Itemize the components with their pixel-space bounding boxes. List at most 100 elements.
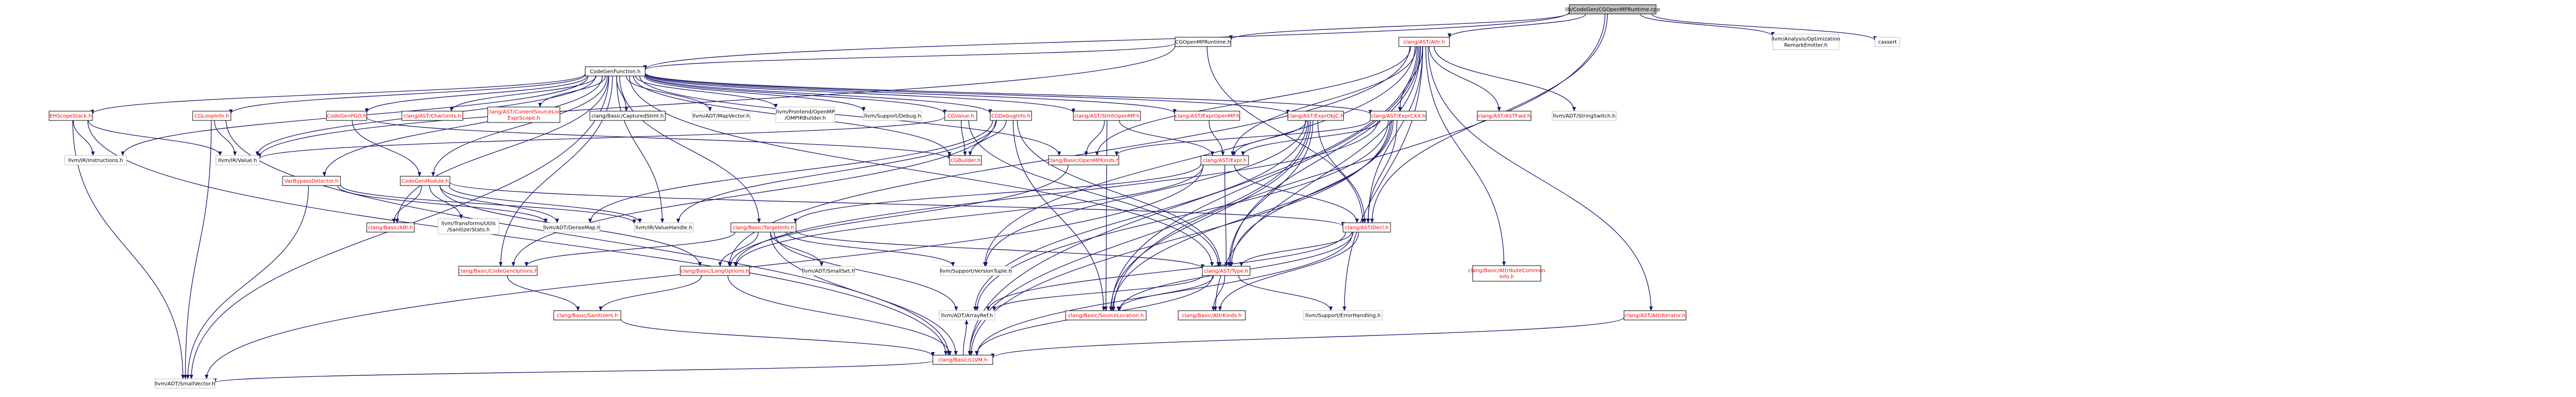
node-box [64,155,127,165]
node-sourcelocation[interactable]: clang/Basic/SourceLocation.h [1065,310,1147,320]
node-codegenmodule[interactable]: CodeGenModule.h [400,176,450,186]
dependency-edge [1116,275,1214,311]
node-box [215,155,260,165]
dependency-edge [733,120,1378,267]
node-label: clang/AST/StmtOpenMP.h [1074,114,1139,119]
node-label: clang/AST/Expr.h [1203,158,1246,164]
node-astfwd[interactable]: clang/AST/ASTFwd.h [1477,111,1532,121]
dependency-edge [1208,120,1225,156]
node-box [932,355,993,365]
dependency-edge [629,75,1214,267]
node-versiontuple: llvm/Support/VersionTuple.h [940,266,1012,276]
node-label: CodeGenPGO.h [327,114,367,119]
node-sanitizers[interactable]: clang/Basic/Sanitizers.h [553,310,621,320]
dependency-edge [1115,119,1371,156]
dependency-edge [1104,120,1108,311]
dependency-edge [1218,232,1359,311]
dependency-edge [643,43,1176,71]
node-box [458,266,538,276]
node-capturedstmt[interactable]: clang/Basic/CapturedStmt.h [589,111,666,121]
node-label: llvm/IR/Value.h [218,158,257,164]
node-label: clang/Basic/TargetInfo.h [732,225,794,231]
node-ehscopestack[interactable]: EHScopeStack.h [49,111,93,121]
node-langoptions[interactable]: clang/Basic/LangOptions.h [680,266,750,276]
dependency-edge [183,120,212,379]
dependency-edge [1447,13,1586,38]
node-expropenmp[interactable]: clang/AST/ExprOpenMP.h [1174,111,1240,121]
node-cgbuilder[interactable]: CGBuilder.h [949,155,982,165]
node-varbypassdetector[interactable]: VarBypassDetector.h [282,176,341,186]
dependency-edge [88,120,222,156]
dependency-edge [1366,46,1423,223]
node-box [863,111,922,121]
dependency-edge [1095,46,1411,156]
node-cgopenmp-runtime-h[interactable]: CGOpenMPRuntime.h [1175,37,1231,47]
node-ir-value: llvm/IR/Value.h [215,155,260,165]
node-cgdebuginfo[interactable]: CGDebugInfo.h [990,111,1032,121]
dependency-edge [395,75,609,223]
node-codegenoptions[interactable]: clang/Basic/CodeGenOptions.h [458,266,538,276]
node-targetinfo[interactable]: clang/Basic/TargetInfo.h [730,222,797,233]
dependency-edge [439,185,559,223]
node-basic-llvm[interactable]: clang/Basic/LLVM.h [932,355,993,365]
node-charunits[interactable]: clang/AST/CharUnits.h [401,111,463,121]
dependency-edge [616,75,664,223]
node-errorhandling: llvm/Support/ErrorHandling.h [1303,310,1383,320]
node-debug: llvm/Support/Debug.h [863,111,922,121]
node-label: clang/AST/Decl.h [1345,225,1389,231]
node-label: llvm/ADT/SmallVector.h [155,381,215,387]
node-label: EHScopeStack.h [50,114,92,119]
node-box [585,66,646,77]
dependency-edge [449,75,597,112]
dependency-edge [1425,46,1506,266]
dependency-edge [538,75,606,108]
node-attriterator[interactable]: clang/AST/AttrIterator.h [1623,310,1687,320]
node-box [1073,111,1141,121]
dependency-edge [257,116,945,160]
node-attr-h[interactable]: clang/AST/Attr.h [1398,37,1450,47]
dependency-edge [229,74,586,114]
node-box [1065,310,1147,320]
dependency-edge [984,120,1306,267]
dependency-edge [967,46,1418,356]
node-label: RemarkEmitter.h [1784,43,1828,49]
node-label: clang/AST/ExprOpenMP.h [1175,114,1239,119]
node-box [1342,222,1391,233]
node-box [282,176,341,186]
dependency-edge [87,120,948,356]
node-type-h[interactable]: clang/AST/Type.h [1202,266,1251,276]
node-label: llvm/ADT/StringSwitch.h [1553,114,1615,119]
node-openmpkinds[interactable]: clang/Basic/OpenMPKinds.h [1048,155,1119,165]
dependency-edge [1227,120,1314,267]
node-basic-abi[interactable]: clang/Basic/ABI.h [366,222,415,233]
node-stmtopenmp[interactable]: clang/AST/StmtOpenMP.h [1073,111,1141,121]
dependency-edge [498,75,613,267]
node-expr-h[interactable]: clang/AST/Expr.h [1200,155,1249,165]
node-smallvector: llvm/ADT/SmallVector.h [154,378,215,389]
node-cgloopinfo[interactable]: CGLoopInfo.h [192,111,231,121]
dependency-edge [340,185,636,224]
node-box [1569,4,1657,14]
dependency-edge [645,74,992,114]
node-decl-h[interactable]: clang/AST/Decl.h [1342,222,1391,233]
node-exprcxx[interactable]: clang/AST/ExprCXX.h [1370,111,1427,121]
dependency-edge [73,120,95,156]
node-label: llvm/Support/Debug.h [864,114,921,119]
dependency-edge [643,11,1570,70]
node-densemap: llvm/ADT/DenseMap.h [543,222,600,233]
dependency-edge [599,275,702,311]
node-label: llvm/IR/Instructions.h [68,158,123,164]
node-box [775,106,835,123]
dependency-edge [969,120,1391,356]
node-root[interactable]: lib/CodeGen/CGOpenMPRuntime.cpp [1565,4,1660,14]
node-exprobjc[interactable]: clang/AST/ExprObjC.h [1287,111,1344,121]
node-cgvalue[interactable]: CGValue.h [944,111,977,121]
node-codegenpgo[interactable]: CodeGenPGO.h [326,111,367,121]
dependency-edge [645,75,947,114]
node-codegen-function[interactable]: CodeGenFunction.h [585,66,646,77]
node-attrkinds[interactable]: clang/Basic/AttrKinds.h [1178,310,1246,320]
dependency-edge [1640,13,1775,37]
dependency-edge [1317,120,1367,223]
